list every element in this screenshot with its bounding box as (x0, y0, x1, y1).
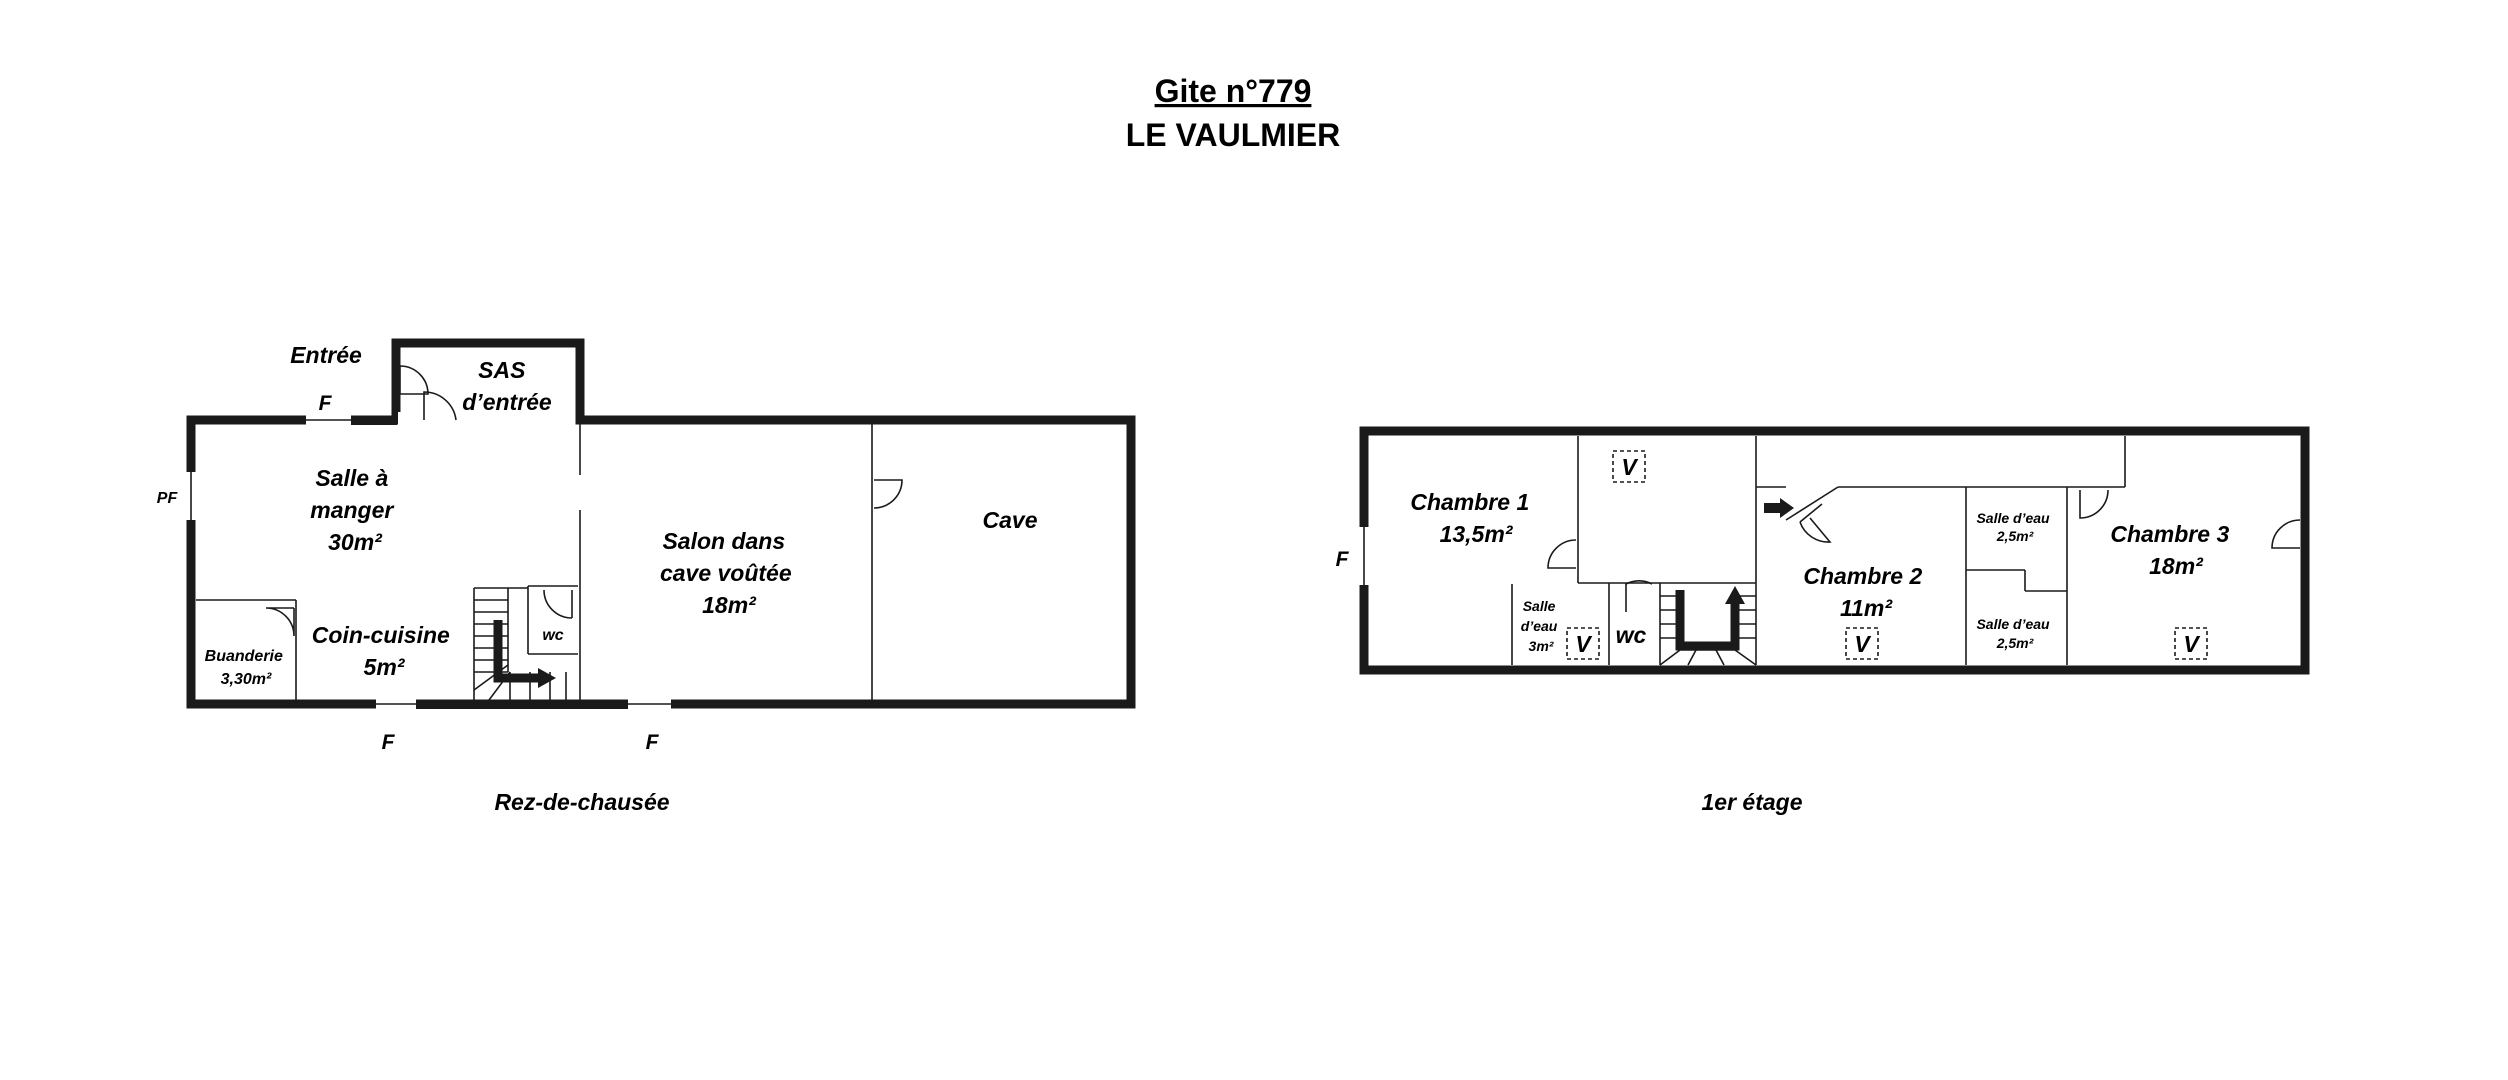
title-block: Gite n°779 LE VAULMIER (1126, 73, 1341, 153)
room-cave: Cave (983, 507, 1038, 533)
door-sde-2 (2079, 489, 2109, 519)
room-salon: Salon dans cave voûtée 18m² (660, 528, 798, 618)
vent-label: V (2183, 631, 2200, 657)
wall-landing-diag (1785, 486, 1839, 521)
first-floor-doors (1547, 489, 2301, 612)
gap-sas-door (398, 412, 446, 429)
room-chambre1: Chambre 1 13,5m² (1410, 489, 1535, 547)
door-wc-first (1625, 580, 1653, 612)
label-f-left: F (1336, 548, 1350, 571)
room-buanderie: Buanderie 3,30m² (205, 648, 288, 688)
door-sas-bottom (423, 391, 457, 421)
landing-arrow (1764, 498, 1794, 518)
door-chambre1 (1547, 539, 1577, 569)
stair-arrow-first (1675, 590, 1740, 651)
vent-box (1566, 627, 1600, 660)
vent-box (1612, 450, 1646, 483)
vent-box (1845, 627, 1879, 660)
room-salle-deau-2: Salle d’eau 2,5m² (1976, 510, 2053, 544)
label-pf-left: PF (157, 490, 179, 507)
vent-label: V (1621, 454, 1638, 480)
room-salle-deau-1: Salle d’eau 3m² (1521, 598, 1561, 654)
door-chambre3 (2271, 519, 2301, 549)
room-chambre2: Chambre 2 11m² (1803, 563, 1928, 621)
label-entree: Entrée (290, 342, 362, 368)
vent-label: V (1854, 631, 1871, 657)
room-wc-first: wc (1616, 622, 1647, 648)
door-wc (543, 589, 573, 619)
door-landing (1799, 503, 1832, 543)
caption-first-floor: 1er étage (1701, 789, 1802, 815)
stair-arrow (493, 620, 540, 683)
room-salle-a-manger: Salle à manger 30m² (310, 465, 399, 555)
label-f-bottom-1: F (382, 731, 396, 754)
title-gite-number: Gite n°779 (1155, 73, 1312, 109)
room-chambre3: Chambre 3 18m² (2110, 521, 2235, 579)
room-sas: SAS d’entrée (462, 357, 552, 415)
first-floor-outer-wall (1359, 426, 2310, 675)
ground-floor-plan: Entrée F PF F F SAS d’entrée Salle à man… (157, 338, 1136, 815)
door-buanderie (265, 607, 295, 637)
door-sas-left (399, 365, 429, 395)
ground-doors (265, 365, 903, 637)
ground-staircase (473, 588, 567, 705)
vent-label: V (1575, 631, 1592, 657)
stair-arrowhead-first (1725, 586, 1745, 604)
window-post (416, 700, 628, 709)
stair-arrowhead (538, 668, 556, 688)
vent-box (2174, 627, 2208, 660)
label-f-bottom-2: F (646, 731, 660, 754)
title-name: LE VAULMIER (1126, 117, 1341, 153)
room-coin-cuisine: Coin-cuisine 5m² (312, 622, 456, 680)
vents: V V V V (1566, 450, 2208, 660)
first-floor-plan: F (1336, 426, 2310, 815)
room-wc-ground: wc (542, 627, 563, 644)
first-floor-staircase (1659, 586, 1757, 666)
label-f-top: F (319, 392, 333, 415)
door-cave (873, 479, 903, 509)
caption-ground-floor: Rez-de-chausée (494, 789, 669, 815)
room-salle-deau-3: Salle d’eau 2,5m² (1976, 616, 2053, 651)
window-post (351, 416, 397, 425)
